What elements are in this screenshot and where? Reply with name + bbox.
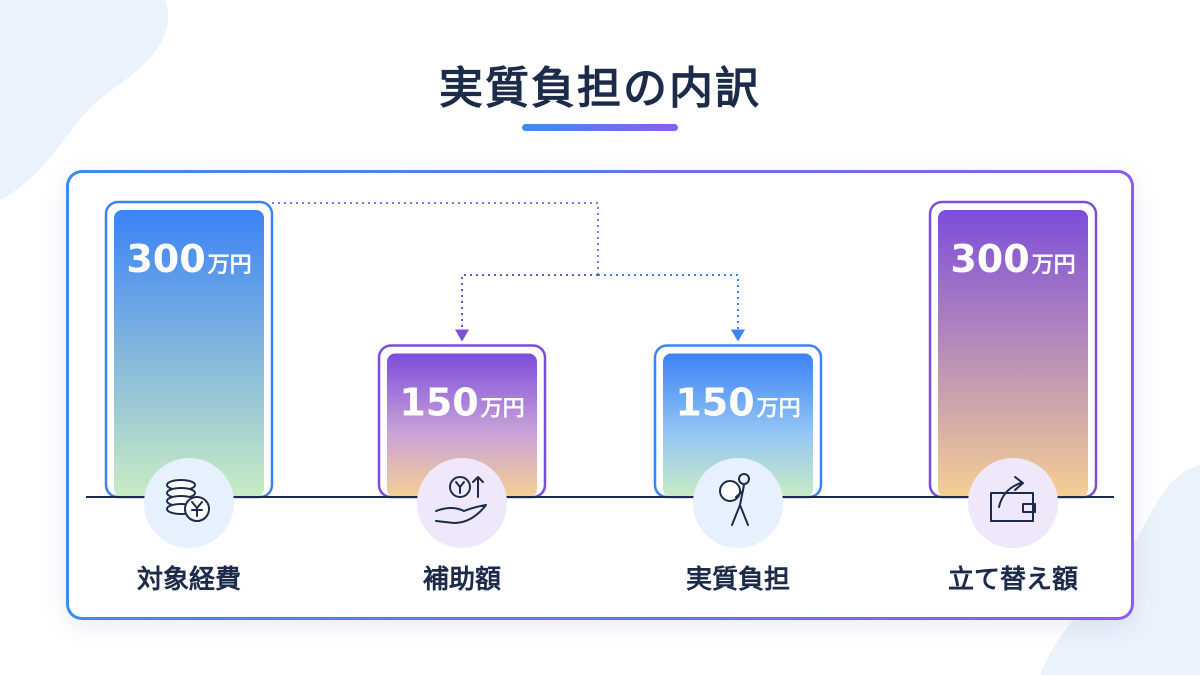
title-underline bbox=[522, 124, 678, 131]
split-connector bbox=[272, 202, 599, 275]
person-carrying-bag-icon bbox=[693, 458, 783, 548]
split-arrow-right bbox=[598, 274, 739, 332]
coins-yen-icon bbox=[144, 458, 234, 548]
hand-yen-icon bbox=[417, 458, 507, 548]
category-label: 補助額 bbox=[422, 565, 501, 595]
chart-title: 実質負担の内訳 bbox=[439, 63, 761, 114]
arrow-head-left bbox=[455, 329, 469, 342]
bar bbox=[663, 353, 813, 497]
bar-value-label: 150万円 bbox=[399, 381, 524, 425]
bar-value-label: 150万円 bbox=[675, 381, 800, 425]
background-blob-top-left bbox=[0, 0, 169, 200]
split-arrow-left bbox=[461, 274, 598, 332]
bar-value-label: 300万円 bbox=[126, 237, 251, 281]
bar bbox=[387, 353, 537, 497]
bar bbox=[938, 210, 1088, 497]
category-label: 立て替え額 bbox=[948, 564, 1078, 595]
category-label: 実質負担 bbox=[686, 564, 790, 595]
bar-value-label: 300万円 bbox=[950, 237, 1075, 281]
category-label: 対象経費 bbox=[137, 564, 241, 595]
arrow-head-right bbox=[731, 329, 745, 342]
wallet-arrow-icon bbox=[968, 458, 1058, 548]
bar bbox=[114, 210, 264, 497]
